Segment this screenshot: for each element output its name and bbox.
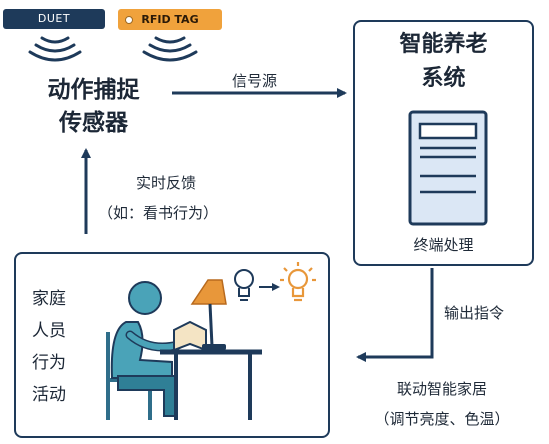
terminal-processing-label: 终端处理	[413, 236, 474, 254]
system-box	[353, 20, 534, 266]
sensor-label-line2: 传感器	[59, 110, 128, 136]
transition-arrow-icon	[259, 283, 280, 291]
home-activity-line: 家庭	[32, 289, 66, 309]
system-title-line2: 系统	[421, 66, 466, 91]
home-activity-line: 人员	[32, 321, 66, 341]
linkage-line2: （调节亮度、色温）	[374, 410, 510, 428]
bulb-off-icon	[234, 269, 254, 301]
home-activity-line: 活动	[32, 385, 66, 405]
signal-source-label: 信号源	[232, 72, 278, 90]
person-reading-icon	[106, 281, 262, 420]
signal-wave-icon-right	[142, 36, 198, 62]
output-command-label: 输出指令	[444, 304, 505, 322]
feedback-label: 实时反馈	[136, 174, 197, 192]
server-icon	[408, 110, 488, 226]
rfid-tag-label: RFID TAG	[141, 13, 199, 26]
desk-lamp-icon	[190, 279, 227, 350]
bulb-on-icon	[280, 262, 316, 302]
feedback-example-label: （如：看书行为）	[98, 204, 219, 222]
home-activity-line: 行为	[32, 353, 66, 373]
signal-wave-icon-left	[28, 36, 82, 62]
home-activity-label: 家庭 人员 行为 活动	[32, 283, 76, 411]
duet-tag: DUET	[3, 9, 105, 29]
output-arrow	[356, 268, 434, 362]
system-title-line1: 智能养老	[399, 32, 488, 57]
rfid-tag: RFID TAG	[118, 9, 222, 30]
tag-hole-icon	[125, 16, 133, 24]
smart-home-linkage-label: 联动智能家居 （调节亮度、色温）	[342, 374, 542, 434]
home-activity-box	[14, 252, 330, 438]
system-title: 智能养老 系统	[353, 28, 534, 96]
sensor-label: 动作捕捉 传感器	[26, 74, 161, 140]
linkage-line1: 联动智能家居	[396, 380, 487, 398]
sensor-label-line1: 动作捕捉	[47, 77, 140, 103]
